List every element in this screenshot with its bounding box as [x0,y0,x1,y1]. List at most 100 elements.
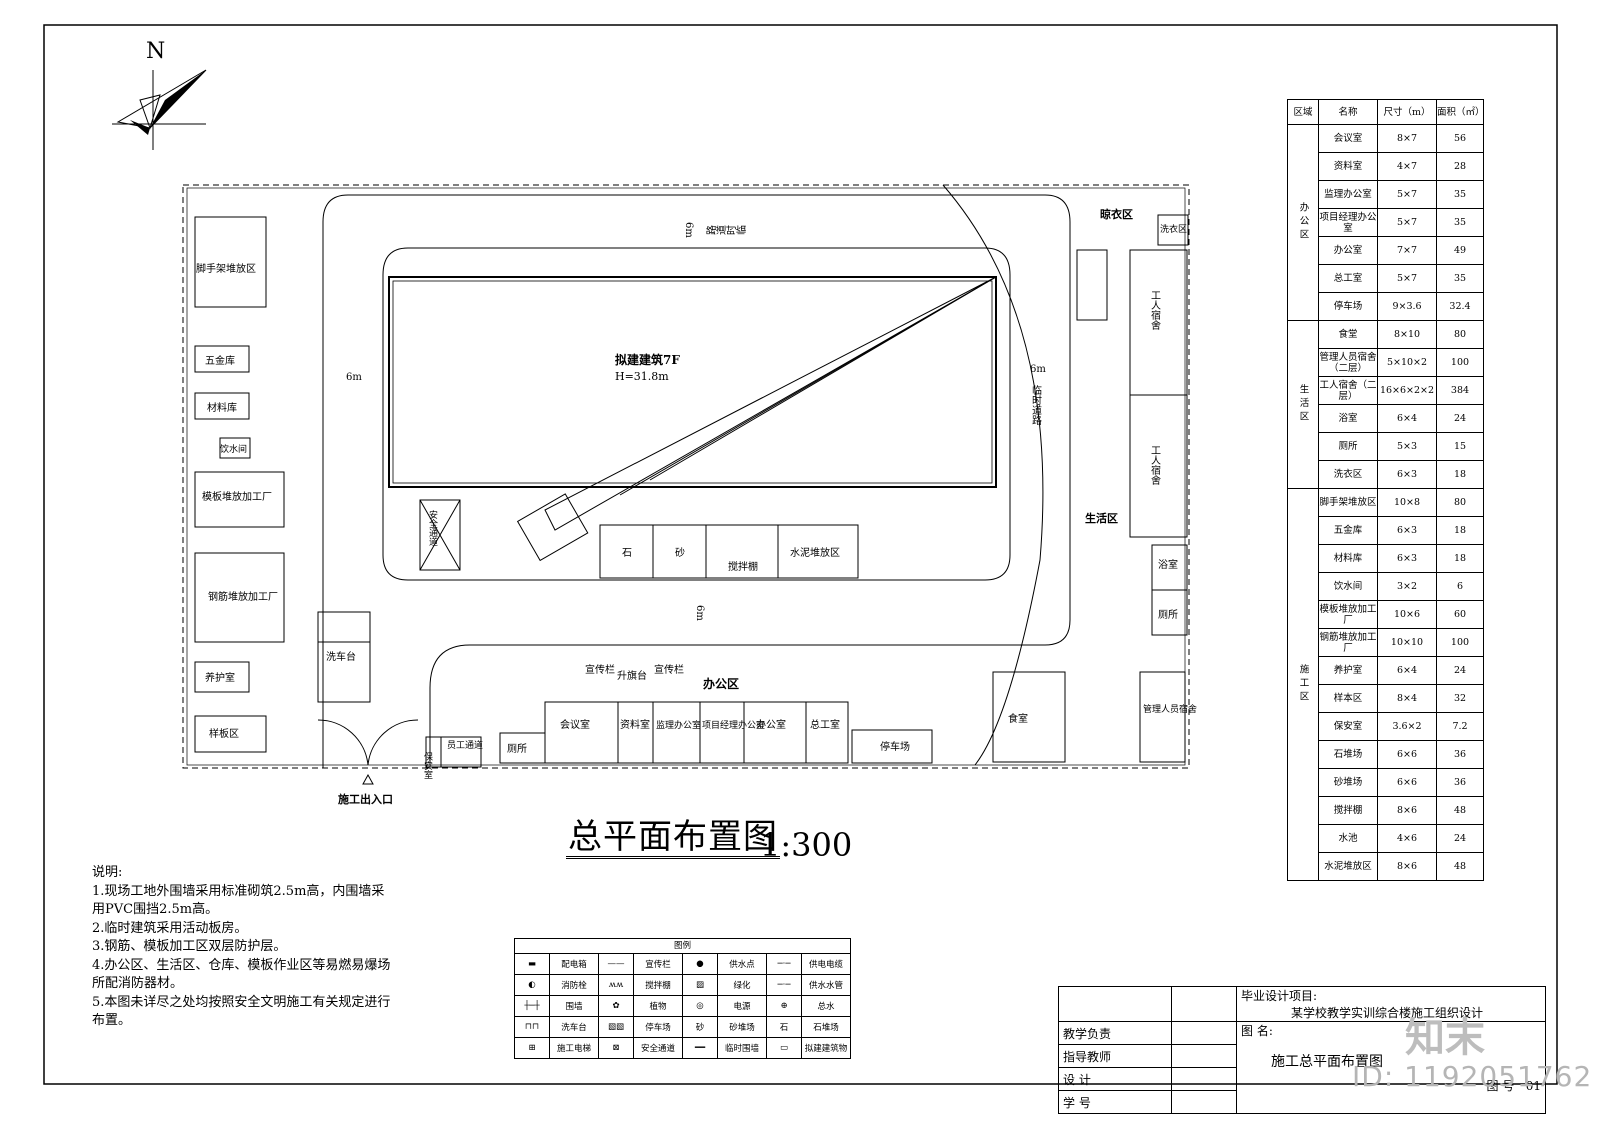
car-wash [317,611,371,703]
note-1: 1.现场工地外围墙采用标准砌筑2.5m高，内围墙采用PVC围挡2.5m高。 [92,883,385,918]
legend-symbol-icon: ┼─┼ [514,995,550,1017]
drawing-name: 施工总平面布置图 [1271,1054,1383,1070]
material-store-label: 材料库 [207,401,237,414]
living-toilet-label: 厕所 [1158,609,1178,621]
rebar-yard-label: 钢筋堆放加工厂 [208,590,278,603]
left-column-facilities [194,216,285,753]
entrance-label: 施工出入口 [338,792,393,806]
area-value: 35 [1436,264,1484,293]
area-name: 食堂 [1318,320,1378,349]
sample-area-label: 样板区 [209,727,239,740]
legend-symbol-icon: —— [598,953,634,975]
area-value: 80 [1436,488,1484,517]
legend-item-label: 施工电梯 [549,1037,599,1059]
area-value: 7.2 [1436,712,1484,741]
area-name: 饮水间 [1318,572,1378,601]
scaffold-yard-label: 脚手架堆放区 [196,262,256,275]
area-name: 浴室 [1318,404,1378,433]
flag-stage-label: 升旗台 [617,669,647,682]
legend-symbol-icon: ▧▧ [598,1016,634,1038]
legend-symbol-icon: ─·─ [766,953,802,975]
area-value: 384 [1436,376,1484,405]
legend-item-label: 安全通道 [633,1037,683,1059]
area-size: 8×6 [1377,852,1437,881]
area-name: 保安室 [1318,712,1378,741]
material-stockyards [599,524,859,579]
formwork-yard-label: 模板堆放加工厂 [202,490,272,503]
role-3: 设 计 [1058,1067,1172,1091]
area-size: 9×3.6 [1377,292,1437,321]
legend-item-label: 植物 [633,995,683,1017]
meeting-room-label: 会议室 [560,718,590,731]
curing-room-label: 养护室 [205,671,235,684]
area-value: 18 [1436,460,1484,489]
legend-item-label: 拟建建筑物 [801,1037,851,1059]
road-width-left: 6m [346,372,362,383]
area-header-zone: 区域 [1287,99,1319,125]
area-size: 8×6 [1377,796,1437,825]
area-value: 100 [1436,348,1484,377]
area-value: 36 [1436,768,1484,797]
legend-item-label: 电源 [717,995,767,1017]
worker-dorm-1-label: 工人宿舍 [1149,290,1161,331]
area-size: 4×6 [1377,824,1437,853]
area-zone: 生活区 [1287,320,1319,489]
note-5: 5.本图未详尽之处均按照安全文明施工有关规定进行布置。 [92,994,391,1029]
legend-title: 图例 [514,938,851,953]
area-zone: 办公区 [1287,124,1319,321]
area-name: 会议室 [1318,124,1378,153]
legend-row: ┼─┼围墙✿植物◎电源⊕总水 [514,995,851,1017]
drying-area-label: 晾衣区 [1100,207,1133,221]
area-name: 办公室 [1318,236,1378,265]
area-name: 水池 [1318,824,1378,853]
legend-item-label: 停车场 [633,1016,683,1038]
drinking-room-label: 饮水间 [220,443,247,455]
area-table-header: 区域 名称 尺寸（m） 面积（㎡） [1287,99,1485,125]
office-zone-label: 办公区 [703,676,739,691]
proposed-building: 拟建建筑7F H=31.8m [388,276,997,488]
living-buildings [992,214,1189,763]
drawing-number-label: 图 号 [1486,1079,1515,1093]
legend-symbol-icon: ⊕ [766,995,802,1017]
legend-symbol-icon: ◎ [682,995,718,1017]
area-size: 10×8 [1377,488,1437,517]
area-value: 35 [1436,208,1484,237]
legend-item-label: 宣传栏 [633,953,683,975]
area-value: 36 [1436,740,1484,769]
legend-symbol-icon: ─·─ [766,974,802,996]
role-4: 学 号 [1058,1090,1172,1114]
legend-item-label: 围墙 [549,995,599,1017]
general-office-label: 办公室 [756,718,786,731]
building-height: H=31.8m [615,370,669,383]
drawing-title: 总平面布置图 [566,817,780,859]
area-value: 56 [1436,124,1484,153]
svg-text:N: N [146,39,165,64]
legend-item-label: 供电电缆 [801,953,851,975]
road-name-right: 临时道路 [1030,384,1042,426]
safe-passage-hatch [419,499,461,571]
staff-passage-label: 员工通道 [447,739,483,751]
legend-item-label: 配电箱 [549,953,599,975]
sand-yard-label: 砂 [675,546,685,559]
area-size: 5×7 [1377,208,1437,237]
area-zone: 施工区 [1287,488,1319,881]
role-2: 指导教师 [1058,1044,1172,1068]
area-name: 养护室 [1318,656,1378,685]
drawing-scale: 1:300 [760,826,853,864]
area-value: 48 [1436,796,1484,825]
area-size: 6×3 [1377,460,1437,489]
billboard-2-label: 宣传栏 [654,663,684,676]
